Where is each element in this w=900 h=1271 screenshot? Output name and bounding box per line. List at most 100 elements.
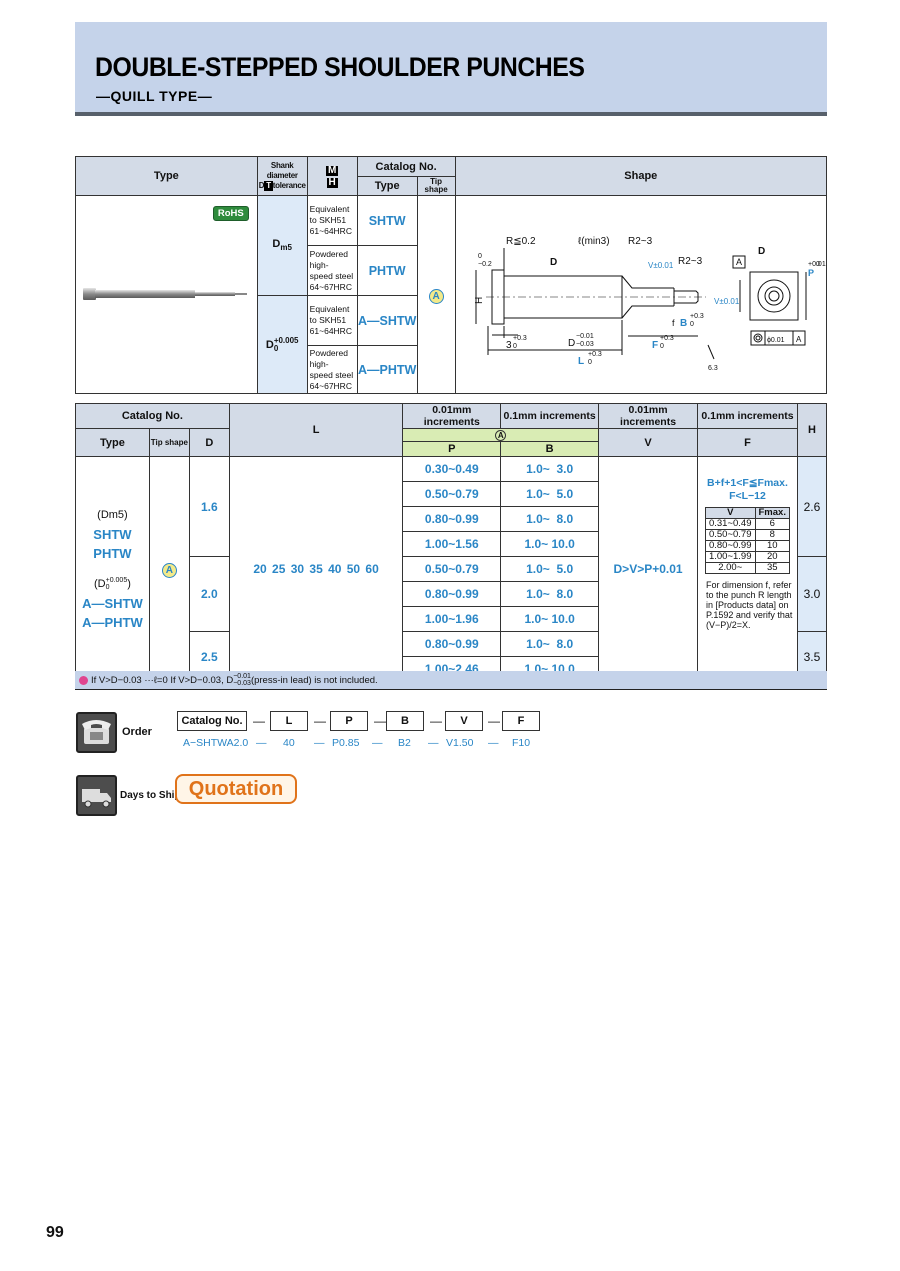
shape-drawing: R≦0.2 ℓ(min3) R2~3 R2~3 H 0 −0.2 D V±0.0… <box>474 236 826 372</box>
svg-text:D: D <box>550 257 557 268</box>
punch-image <box>83 288 247 300</box>
shank-tol-dm5: Dm5 <box>256 195 308 296</box>
order-sep: — <box>256 737 267 749</box>
tip-shape-cell: A <box>416 195 456 394</box>
order-field-v: V <box>445 711 483 731</box>
svg-text:R2~3: R2~3 <box>628 236 653 247</box>
hdr-v: V <box>598 428 698 457</box>
b-range: 1.0~ 5.0 <box>500 556 600 582</box>
order-sep: — <box>488 714 500 728</box>
svg-text:B: B <box>680 318 687 329</box>
svg-text:+0.3: +0.3 <box>588 351 602 358</box>
svg-text:ϕ0.01: ϕ0.01 <box>767 337 785 344</box>
svg-text:P: P <box>808 268 814 278</box>
svg-text:R≦0.2: R≦0.2 <box>506 236 536 247</box>
order-example-catalog: A−SHTWA2.0 <box>183 737 249 749</box>
order-example-v: V1.50 <box>446 737 474 749</box>
order-example-f: F10 <box>512 737 531 749</box>
order-example-l: 40 <box>283 737 295 749</box>
dimension-table: Catalog No. L 0.01mm increments 0.1mm in… <box>75 403 828 682</box>
b-range: 1.0~ 8.0 <box>500 631 600 657</box>
order-sep: — <box>314 737 325 749</box>
svg-text:L: L <box>578 356 584 367</box>
shape-drawing-cell: R≦0.2 ℓ(min3) R2~3 R2~3 H 0 −0.2 D V±0.0… <box>454 195 828 394</box>
svg-text:D: D <box>568 338 575 349</box>
order-sep: — <box>374 714 386 728</box>
svg-text:+0.3: +0.3 <box>513 335 527 342</box>
svg-text:+0.3: +0.3 <box>660 335 674 342</box>
quotation-badge: Quotation <box>175 774 297 804</box>
v-rule: D>V>P+0.01 <box>598 456 698 682</box>
order-field-l: L <box>270 711 308 731</box>
p-range: 0.80~0.99 <box>402 506 502 532</box>
hdr-catalog-no: Catalog No. <box>75 403 230 429</box>
hdr-b: B <box>500 441 600 457</box>
svg-text:0: 0 <box>660 343 664 350</box>
hdr-f: F <box>697 428 798 457</box>
order-field-catalog: Catalog No. <box>177 711 247 731</box>
page-number: 99 <box>46 1224 64 1241</box>
order-sep: — <box>488 737 499 749</box>
svg-text:0: 0 <box>690 321 694 328</box>
order-field-f: F <box>502 711 540 731</box>
svg-text:A: A <box>796 335 802 344</box>
days-to-ship-label: Days to Ship <box>120 790 181 801</box>
svg-text:0: 0 <box>816 261 820 268</box>
p-range: 0.80~0.99 <box>402 581 502 607</box>
order-sep: — <box>253 714 265 728</box>
h-value: 3.0 <box>796 556 828 632</box>
svg-text:+0.01: +0.01 <box>808 261 826 268</box>
type-shtw: SHTW <box>356 195 418 246</box>
b-range: 1.0~ 5.0 <box>500 481 600 507</box>
truck-icon <box>76 775 117 816</box>
svg-text:6.3: 6.3 <box>708 365 718 372</box>
punch-image-cell: RoHS <box>75 195 258 394</box>
p-range: 0.50~0.79 <box>402 556 502 582</box>
order-label: Order <box>122 726 152 738</box>
type-a-shtw: A—SHTW <box>356 295 418 346</box>
order-sep: — <box>430 714 442 728</box>
p-range: 1.00~1.56 <box>402 531 502 557</box>
page-subtitle: —QUILL TYPE— <box>96 88 213 104</box>
svg-text:3: 3 <box>506 340 512 351</box>
p-range: 0.50~0.79 <box>402 481 502 507</box>
footnote: If V>D−0.03 ···ℓ=0 If V>D−0.03, D−0.01−0… <box>75 671 827 690</box>
svg-text:V±0.01: V±0.01 <box>648 261 674 270</box>
svg-text:H: H <box>474 297 485 304</box>
p-range: 1.00~1.96 <box>402 606 502 632</box>
hdr-inc: 0.01mm increments <box>402 403 502 429</box>
p-range: 0.30~0.49 <box>402 456 502 482</box>
tip-cell: A <box>148 456 190 682</box>
rohs-badge: RoHS <box>212 206 249 221</box>
svg-text:+0.3: +0.3 <box>690 313 704 320</box>
svg-text:ℓ(min3): ℓ(min3) <box>578 236 610 247</box>
hdr-inc: 0.1mm increments <box>697 403 798 429</box>
order-field-p: P <box>330 711 368 731</box>
d-value: 1.6 <box>188 456 230 557</box>
type-a-phtw: A—PHTW <box>356 345 418 394</box>
svg-text:V±0.01: V±0.01 <box>714 297 740 306</box>
b-range: 1.0~ 3.0 <box>500 456 600 482</box>
b-range: 1.0~ 8.0 <box>500 506 600 532</box>
hdr-type: Type <box>75 156 258 196</box>
hdr-l: L <box>228 403 404 457</box>
order-sep: — <box>428 737 439 749</box>
footnote-icon <box>79 675 88 685</box>
svg-text:−0.03: −0.03 <box>576 341 594 348</box>
hdr-catalog: Catalog No. <box>356 156 456 177</box>
hdr-tip-shape: Tip shape <box>148 428 190 457</box>
hdr-h: H <box>796 403 828 457</box>
svg-text:f: f <box>672 318 675 328</box>
l-values: 20 25 30 35 40 50 60 <box>228 456 404 682</box>
order-sep: — <box>314 714 326 728</box>
